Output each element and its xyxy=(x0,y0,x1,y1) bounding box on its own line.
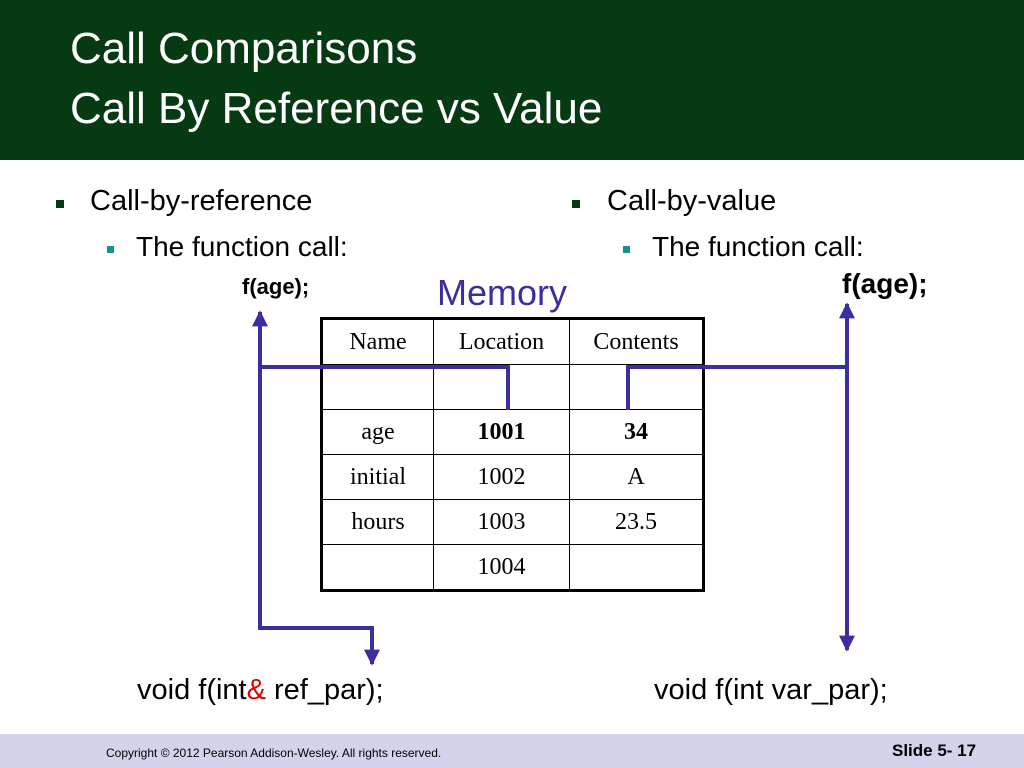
decl-suffix: ref_par); xyxy=(265,674,384,706)
slide-title-line-2: Call By Reference vs Value xyxy=(70,84,603,133)
memory-label: Memory xyxy=(437,272,568,313)
table-cell: age xyxy=(321,409,434,455)
table-cell: 1003 xyxy=(433,499,570,545)
decl-prefix: void f(int xyxy=(137,674,247,706)
table-row: hours 1003 23.5 xyxy=(321,499,704,545)
table-cell: initial xyxy=(321,454,434,500)
reference-arrow-up xyxy=(252,310,510,410)
slide-number: Slide 5- 17 xyxy=(892,741,977,760)
table-cell: 23.5 xyxy=(569,499,704,545)
right-function-call: f(age); xyxy=(842,268,928,299)
left-bullet-text: Call-by-reference xyxy=(90,185,313,217)
value-arrow-up xyxy=(626,302,855,410)
reference-declaration: void f(int& ref_par); xyxy=(137,674,384,707)
left-sub-bullet-text: The function call: xyxy=(136,231,348,262)
sub-bullet-square-icon xyxy=(107,246,114,253)
bullet-square-icon xyxy=(572,200,580,208)
table-cell: A xyxy=(569,454,704,500)
title-bar: Call Comparisons Call By Reference vs Va… xyxy=(0,0,1024,160)
slide-title-line-1: Call Comparisons xyxy=(70,24,418,73)
table-row: age 1001 34 xyxy=(321,409,704,455)
table-row: 1004 xyxy=(321,544,704,591)
table-cell xyxy=(569,544,704,591)
memory-table: Name Location Contents age 1001 34 initi… xyxy=(320,317,705,592)
reference-arrow-down xyxy=(258,367,380,666)
bullet-square-icon xyxy=(56,200,64,208)
header-contents: Contents xyxy=(569,318,704,365)
table-cell xyxy=(321,544,434,591)
ampersand: & xyxy=(246,674,266,706)
table-cell: hours xyxy=(321,499,434,545)
table-cell: 1004 xyxy=(433,544,570,591)
value-declaration: void f(int var_par); xyxy=(654,674,888,706)
right-bullet-text: Call-by-value xyxy=(607,185,777,217)
table-cell xyxy=(321,364,434,410)
table-cell: 34 xyxy=(569,409,704,455)
table-row xyxy=(321,364,704,410)
table-row: initial 1002 A xyxy=(321,454,704,500)
copyright-text: Copyright © 2012 Pearson Addison-Wesley.… xyxy=(106,746,442,760)
left-function-call: f(age); xyxy=(242,274,310,299)
right-sub-bullet-text: The function call: xyxy=(652,231,864,262)
footer-bar xyxy=(0,734,1024,768)
table-cell: 1001 xyxy=(433,409,570,455)
sub-bullet-square-icon xyxy=(623,246,630,253)
